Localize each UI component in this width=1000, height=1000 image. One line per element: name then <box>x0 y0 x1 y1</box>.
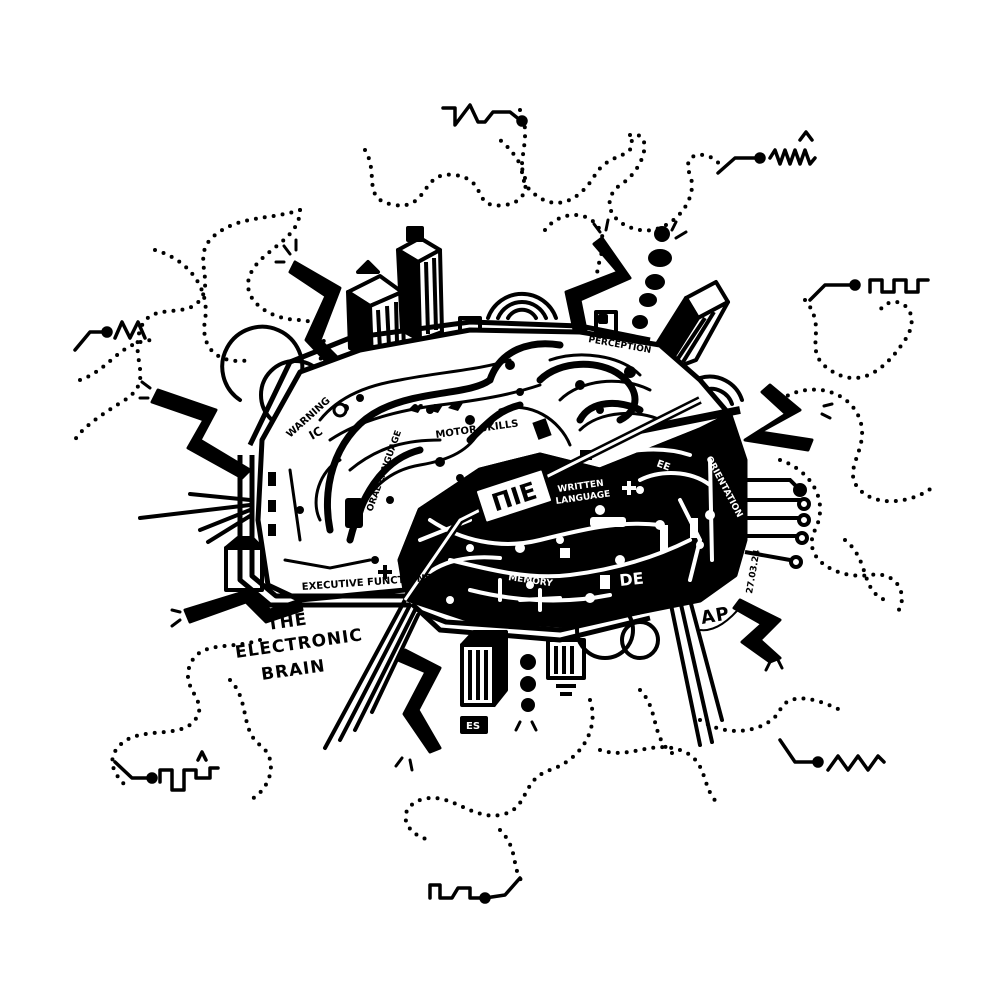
signature-date: 27.03.24 <box>745 549 763 594</box>
plus-icon-left <box>378 565 392 579</box>
region-de: DE <box>618 569 644 590</box>
radiating-lines <box>138 492 724 750</box>
waveform-probes <box>73 103 930 904</box>
spark-ticks <box>138 218 834 772</box>
building-sign <box>472 466 556 526</box>
signature-initials: AP <box>699 603 731 629</box>
dot-stacks <box>520 226 672 712</box>
title-line-3: BRAIN <box>260 656 327 685</box>
title-line-1: THE <box>266 610 309 635</box>
connector-pins <box>744 478 811 569</box>
region-ee: EE <box>655 458 672 473</box>
region-ic: IC <box>307 424 326 443</box>
brain-frame <box>237 319 651 643</box>
title-block: THE ELECTRONIC BRAIN <box>234 610 364 685</box>
small-sign-text: ES <box>466 721 480 732</box>
dotted-wires <box>73 108 937 887</box>
right-components <box>560 517 698 589</box>
heart-marks <box>408 402 463 413</box>
plus-icon-right <box>622 481 636 495</box>
title-line-2: ELECTRONIC <box>234 625 364 663</box>
left-dots <box>296 360 636 564</box>
brain-folds <box>323 340 644 544</box>
